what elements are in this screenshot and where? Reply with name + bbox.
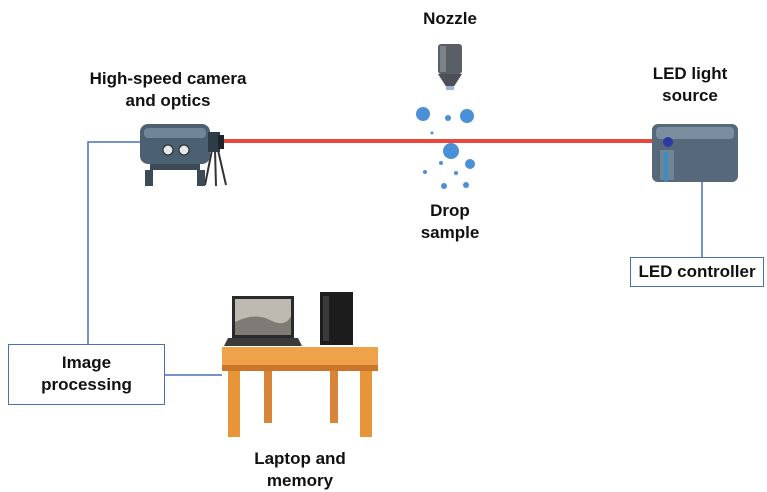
laptop-memory-label: Laptop and memory — [254, 449, 346, 490]
led-light-source-label: LED light source — [652, 64, 728, 105]
nozzle-label: Nozzle — [423, 9, 477, 28]
led-light-icon — [652, 124, 738, 182]
camera-label: High-speed camera and optics — [89, 69, 247, 110]
image-processing-box: Image processing — [8, 344, 165, 405]
led-controller-box: LED controller — [630, 257, 764, 287]
drop-sample-icon — [416, 107, 475, 189]
desktop-tower-icon — [320, 292, 353, 345]
camera-icon — [140, 124, 227, 187]
table-icon — [222, 347, 378, 437]
drop-sample-label: Drop sample — [420, 201, 480, 242]
camera-to-processing-connector — [87, 141, 140, 344]
laptop-icon — [224, 296, 302, 346]
nozzle-icon — [438, 44, 462, 90]
